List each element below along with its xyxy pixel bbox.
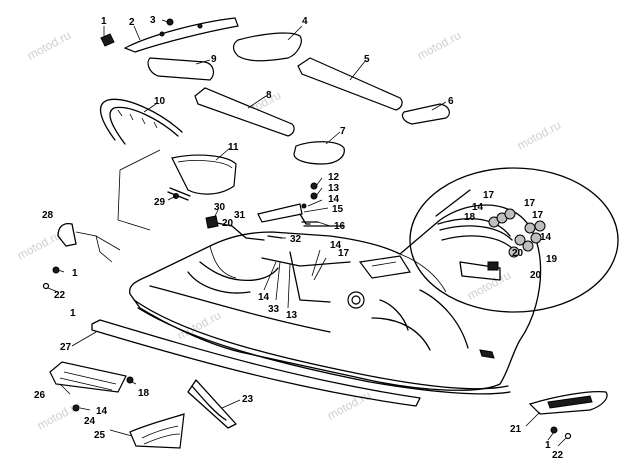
inset-washers: [488, 208, 546, 258]
callout-20: 20: [530, 270, 542, 281]
rub-rail-part-27: [91, 319, 421, 407]
storage-tray-part-11: [117, 149, 237, 231]
watermark-text: motod.ru: [515, 118, 563, 153]
watermark-text: motod.ru: [15, 228, 63, 263]
mat-part-6: [401, 103, 450, 125]
callout-22: 22: [552, 450, 564, 461]
callout-14: 14: [472, 202, 484, 213]
watermark-text: motod.ru: [325, 388, 373, 423]
callout-30: 30: [214, 202, 226, 213]
callout-7: 7: [340, 126, 346, 137]
callout-14: 14: [330, 240, 342, 251]
callout-20: 20: [222, 218, 234, 229]
watermark-text: motod.ru: [25, 28, 73, 63]
front-trim-part-2: [100, 17, 239, 53]
callout-1: 1: [101, 16, 107, 27]
part-32: [267, 235, 283, 239]
mat-part-8: [194, 87, 295, 137]
callout-18: 18: [464, 212, 476, 223]
watermark-text: motod.ru: [415, 28, 463, 63]
callout-9: 9: [211, 54, 217, 65]
mat-part-9: [147, 57, 215, 81]
callout-25: 25: [94, 430, 106, 441]
callout-15: 15: [332, 204, 344, 215]
callout-1: 1: [70, 308, 76, 319]
callout-22: 22: [54, 290, 66, 301]
grab-handle-part-10: [99, 98, 183, 145]
callout-8: 8: [266, 90, 272, 101]
callout-12: 12: [328, 172, 340, 183]
callout-17: 17: [524, 198, 536, 209]
callout-33: 33: [268, 304, 280, 315]
callout-23: 23: [242, 394, 254, 405]
inset-oval-detail: [409, 167, 619, 313]
hull-body: [128, 204, 542, 395]
callout-1: 1: [72, 268, 78, 279]
mat-part-7: [293, 141, 345, 165]
ride-plate-part-25: [129, 413, 185, 449]
callout-13: 13: [286, 310, 298, 321]
callout-32: 32: [290, 234, 302, 245]
callout-14: 14: [258, 292, 270, 303]
callout-27: 27: [60, 342, 72, 353]
callout-11: 11: [228, 142, 239, 153]
steering-cable-part-30: [205, 215, 265, 241]
callout-19: 19: [546, 254, 558, 265]
callout-29: 29: [154, 197, 166, 208]
callout-5: 5: [364, 54, 370, 65]
callout-10: 10: [154, 96, 166, 107]
screw-part-1: [550, 426, 558, 434]
mounting-bracket-part-15: [257, 182, 345, 227]
callout-26: 26: [34, 390, 46, 401]
callout-2: 2: [129, 17, 135, 28]
side-panel-part-26: [49, 361, 127, 393]
callout-3: 3: [150, 15, 156, 26]
hose-part-28: [57, 222, 121, 263]
callout-13: 13: [328, 183, 340, 194]
mat-part-4: [232, 32, 302, 62]
washer-part-18: [126, 376, 134, 384]
screw-part-14: [72, 404, 80, 412]
callout-20: 20: [512, 248, 524, 259]
callout-6: 6: [448, 96, 454, 107]
mat-part-5: [297, 57, 403, 111]
callout-14: 14: [328, 194, 340, 205]
leader-lines: [47, 19, 567, 447]
callout-17: 17: [532, 210, 544, 221]
watermark-text: motod.ru: [465, 268, 513, 303]
callout-1: 1: [545, 440, 551, 451]
washer-part-22: [42, 282, 50, 290]
washer-part-22: [564, 432, 572, 440]
callout-4: 4: [302, 16, 308, 27]
watermark-text: motod.ru: [35, 398, 83, 433]
callout-21: 21: [510, 424, 522, 435]
callout-16: 16: [334, 221, 346, 232]
intake-grate-part-23: [187, 379, 237, 429]
callout-31: 31: [234, 210, 246, 221]
callout-28: 28: [42, 210, 54, 221]
callout-17: 17: [338, 248, 350, 259]
callout-labels: 1 2 3 4 5 6 7 8 9 10 11 12 13 14 15 16 1…: [34, 15, 564, 461]
callout-18: 18: [138, 388, 150, 399]
callout-24: 24: [84, 416, 96, 427]
callout-17: 17: [483, 190, 495, 201]
callout-14: 14: [96, 406, 108, 417]
bumper-part-21: [528, 391, 608, 415]
callout-14: 14: [540, 232, 552, 243]
